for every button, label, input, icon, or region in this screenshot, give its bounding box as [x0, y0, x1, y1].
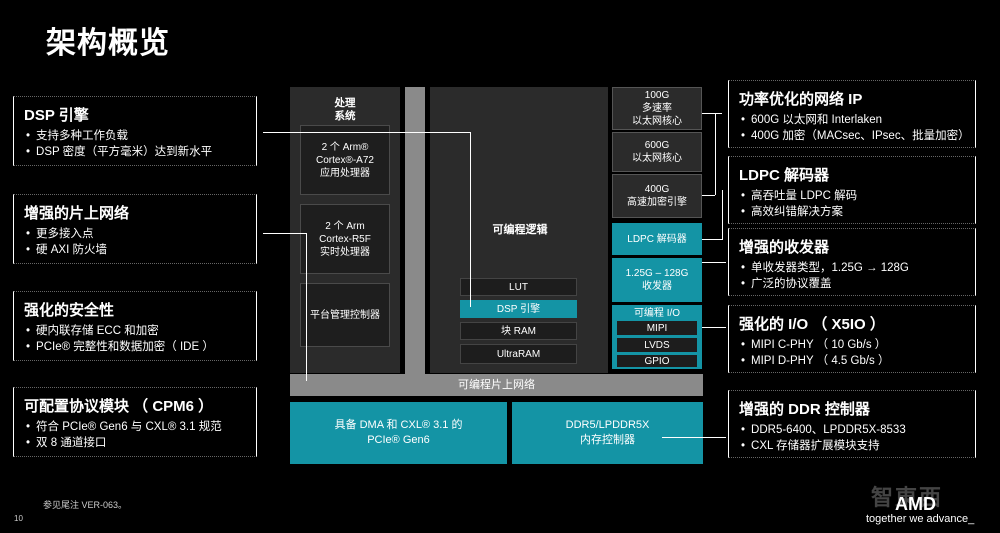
mipi-block: MIPI [617, 321, 697, 335]
noc-vertical-bar [405, 87, 425, 374]
callout-noc: 增强的片上网络 更多接入点 硬 AXI 防火墙 [13, 194, 257, 264]
callout-dsp-engine: DSP 引擎 支持多种工作负载 DSP 密度（平方毫米）达到新水平 [13, 96, 257, 166]
page-number: 10 [14, 514, 23, 523]
tagline: together we advance_ [866, 513, 975, 525]
callout-bullet: 广泛的协议覆盖 [741, 276, 975, 292]
connector-dsp [470, 132, 471, 307]
callout-bullet: 符合 PCIe® Gen6 与 CXL® 3.1 规范 [26, 419, 256, 435]
connector-dsp [263, 132, 471, 133]
lut-block: LUT [460, 278, 577, 296]
callout-bullet: 高效纠错解决方案 [741, 204, 975, 220]
connector-noc [263, 233, 307, 234]
callout-title: 增强的收发器 [739, 239, 830, 256]
callout-cpm6: 可配置协议模块 （ CPM6 ） 符合 PCIe® Gen6 与 CXL® 3.… [13, 387, 257, 457]
ddr-controller-block: DDR5/LPDDR5X 内存控制器 [512, 402, 703, 464]
block-ram-block: 块 RAM [460, 322, 577, 340]
callout-bullet: 支持多种工作负载 [26, 128, 256, 144]
connector-network-ip [715, 113, 716, 195]
programmable-logic-title: 可编程逻辑 [492, 223, 548, 236]
pcie-gen6-block: 具备 DMA 和 CXL® 3.1 的 PCIe® Gen6 [290, 402, 507, 464]
callout-bullet: 400G 加密（MACsec、IPsec、批量加密） [741, 128, 975, 144]
callout-title: LDPC 解码器 [739, 167, 830, 184]
callout-title: DSP 引擎 [24, 107, 89, 124]
callout-title: 强化的 I/O （ X5IO ） [739, 316, 885, 333]
callout-bullet: MIPI C-PHY （ 10 Gb/s ） [741, 337, 975, 353]
eth-600g-block: 600G 以太网核心 [612, 132, 702, 172]
callout-bullet: 600G 以太网和 Interlaken [741, 112, 975, 128]
page-title: 架构概览 [46, 27, 170, 60]
programmable-io-title: 可编程 I/O [633, 307, 681, 319]
connector-ddr [662, 437, 726, 438]
callout-title: 强化的安全性 [24, 302, 115, 319]
callout-security: 强化的安全性 硬内联存储 ECC 和加密 PCIe® 完整性和数据加密（ IDE… [13, 291, 257, 361]
transceiver-block: 1.25G – 128G 收发器 [612, 258, 702, 302]
connector-network-ip [702, 195, 715, 196]
callout-bullet: 单收发器类型，1.25G → 128G [741, 260, 975, 276]
callout-network-ip: 功率优化的网络 IP 600G 以太网和 Interlaken 400G 加密（… [728, 80, 976, 148]
cortex-r5f-block: 2 个 Arm Cortex-R5F 实时处理器 [300, 204, 390, 274]
dsp-engine-block: DSP 引擎 [460, 300, 577, 318]
callout-bullet: 双 8 通道接口 [26, 435, 256, 451]
connector-ldpc [722, 190, 723, 240]
connector-noc [306, 233, 307, 381]
platform-management-controller: 平台管理控制器 [300, 283, 390, 347]
callout-bullet: 硬内联存储 ECC 和加密 [26, 323, 256, 339]
processing-system-title: 处理 系统 [334, 97, 356, 122]
eth-100g-block: 100G 多速率 以太网核心 [612, 87, 702, 130]
callout-bullet: 更多接入点 [26, 226, 256, 242]
callout-bullet: PCIe® 完整性和数据加密（ IDE ） [26, 339, 256, 355]
lvds-block: LVDS [617, 338, 697, 352]
callout-title: 可配置协议模块 （ CPM6 ） [24, 398, 214, 415]
callout-bullet: DDR5-6400、LPDDR5X-8533 [741, 422, 975, 438]
footnote: 参见尾注 VER-063。 [43, 500, 128, 510]
callout-bullet: DSP 密度（平方毫米）达到新水平 [26, 144, 256, 160]
amd-logo: AMD [895, 494, 936, 514]
callout-bullet: 高吞吐量 LDPC 解码 [741, 188, 975, 204]
noc-horizontal-bar: 可编程片上网络 [290, 374, 703, 396]
crypto-400g-block: 400G 高速加密引擎 [612, 174, 702, 218]
cortex-a72-block: 2 个 Arm® Cortex®-A72 应用处理器 [300, 125, 390, 195]
callout-ldpc: LDPC 解码器 高吞吐量 LDPC 解码 高效纠错解决方案 [728, 156, 976, 224]
connector-transceiver [702, 262, 726, 263]
callout-bullet: MIPI D-PHY （ 4.5 Gb/s ） [741, 353, 975, 369]
callout-transceiver: 增强的收发器 单收发器类型，1.25G → 128G 广泛的协议覆盖 [728, 228, 976, 296]
callout-ddr: 增强的 DDR 控制器 DDR5-6400、LPDDR5X-8533 CXL 存… [728, 390, 976, 458]
callout-title: 功率优化的网络 IP [739, 91, 863, 108]
watermark: 智東西 [871, 485, 944, 510]
callout-bullet: CXL 存储器扩展模块支持 [741, 438, 975, 454]
connector-ldpc [702, 239, 722, 240]
connector-network-ip [702, 113, 722, 114]
callout-x5io: 强化的 I/O （ X5IO ） MIPI C-PHY （ 10 Gb/s ） … [728, 305, 976, 373]
ldpc-decoder-block: LDPC 解码器 [612, 223, 702, 255]
ultraram-block: UltraRAM [460, 344, 577, 364]
callout-bullet: 硬 AXI 防火墙 [26, 242, 256, 258]
callout-title: 增强的 DDR 控制器 [739, 401, 870, 418]
gpio-block: GPIO [617, 355, 697, 367]
callout-title: 增强的片上网络 [24, 205, 130, 222]
connector-x5io [702, 327, 726, 328]
